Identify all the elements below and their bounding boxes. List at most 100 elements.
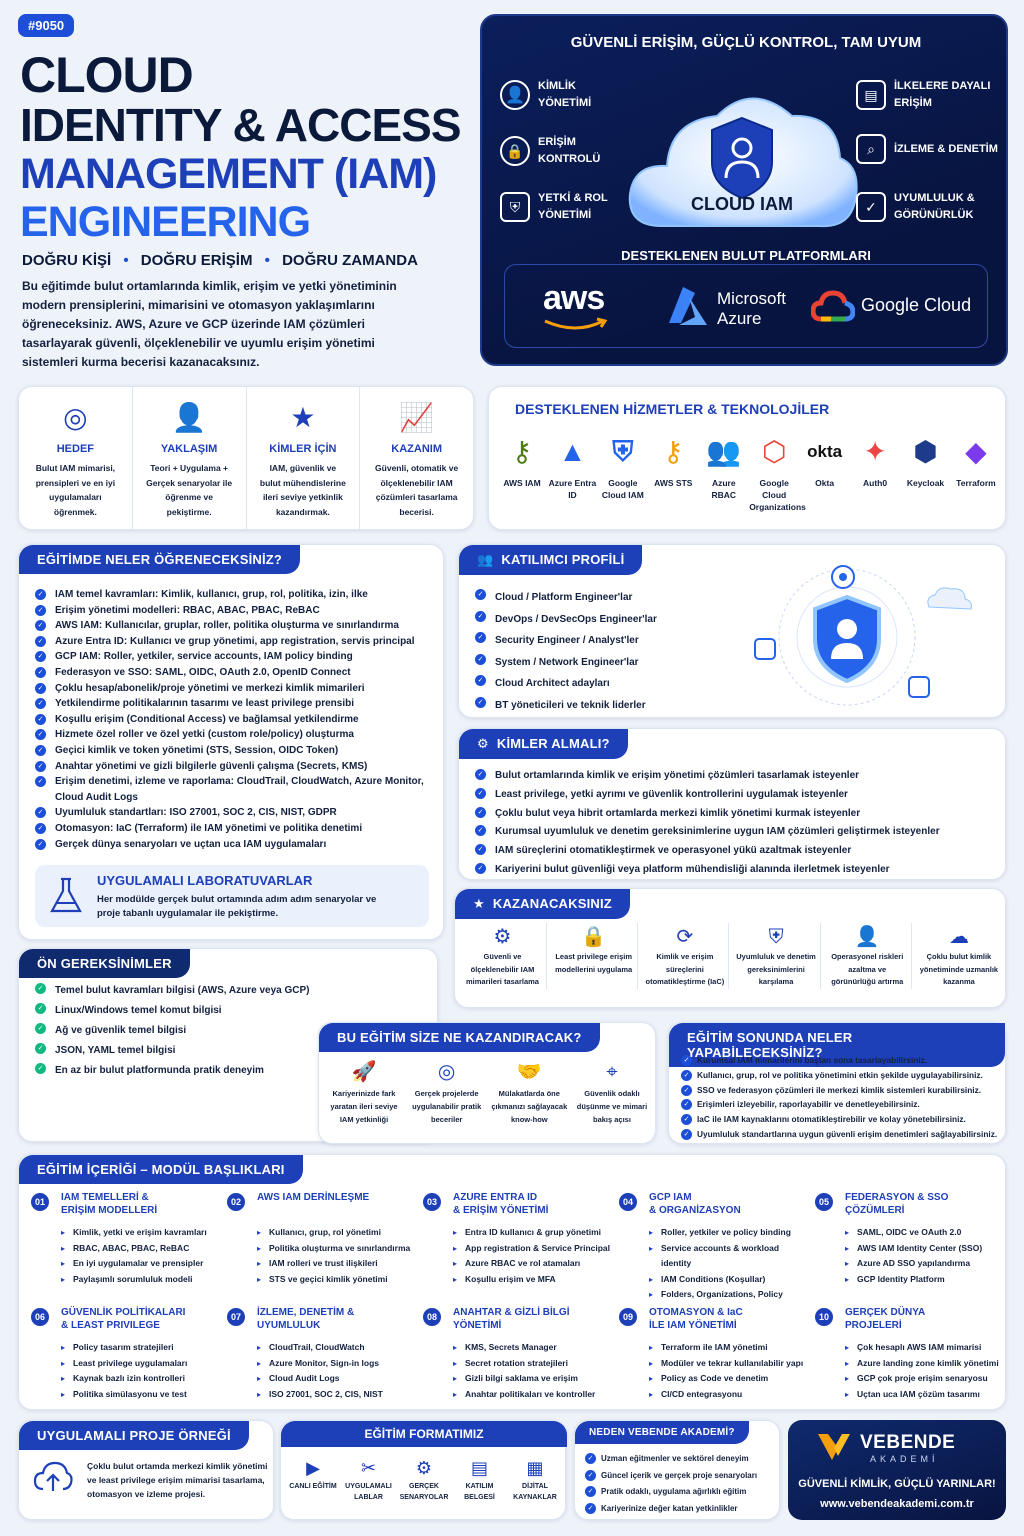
tech-label: Google Cloud Organizations <box>749 478 806 512</box>
list-item: ✓Yetkilendirme politikalarının tasarımı … <box>35 696 439 712</box>
list-item: ✓Çoklu bulut veya hibrit ortamlarda merk… <box>475 805 1001 824</box>
list-item: ✓Azure Entra ID: Kullanıcı ve grup yönet… <box>35 634 439 650</box>
magnifier-icon: ⌕ <box>856 134 886 164</box>
learn-title: EĞİTİMDE NELER ÖĞRENECEKSİNİZ? <box>19 545 301 574</box>
azure-text-1: Microsoft <box>717 289 786 308</box>
project-text: Çoklu bulut ortamda merkezi kimlik yönet… <box>87 1461 268 1499</box>
module-title-1: İZLEME, DENETİM & <box>257 1307 355 1318</box>
list-item-text: Hizmete özel roller ve özel yetki (custo… <box>55 729 354 741</box>
list-item-text: Least privilege, yetki ayrımı ve güvenli… <box>495 788 848 800</box>
list-item-text: IaC ile IAM kaynaklarını otomatikleştire… <box>697 1114 966 1125</box>
feature-compliance: ✓ UYUMLULUK & GÖRÜNÜRLÜK <box>856 190 1006 224</box>
tech-item: ⚷AWS IAM <box>497 433 547 513</box>
profile-list: ✓Cloud / Platform Engineer'lar✓DevOps / … <box>475 587 745 716</box>
tech-label: Google Cloud IAM <box>601 478 644 500</box>
check-icon: ✓ <box>681 1069 692 1081</box>
module-topic: App registration & Service Principal <box>453 1241 615 1257</box>
check-icon: ✓ <box>35 729 46 741</box>
live-video-icon: ▶ <box>306 1458 320 1478</box>
module-topic: CloudTrail, CloudWatch <box>257 1340 419 1356</box>
check-icon: ✓ <box>35 713 46 725</box>
module-topic: Policy as Code ve denetim <box>649 1371 811 1387</box>
feature-left: 👤 KİMLİK YÖNETİMİ 🔒 ERİŞİM KONTROLÜ ⛨ YE… <box>500 78 630 224</box>
module-title-1: IAM TEMELLERİ & <box>61 1192 149 1203</box>
outcome-title: EĞİTİM SONUNDA NELER YAPABİLECEKSİNİZ? <box>669 1023 1005 1067</box>
module-number: 10 <box>815 1308 833 1326</box>
star-icon: ★ <box>290 402 316 433</box>
list-item: ✓Çoklu hesap/abonelik/proje yönetimi ve … <box>35 681 439 697</box>
trophy-icon: ★ <box>473 896 485 911</box>
feature-label: YETKİ & ROL YÖNETİMİ <box>538 192 608 221</box>
module-number: 01 <box>31 1193 49 1211</box>
check-icon: ✓ <box>475 787 486 799</box>
check-icon: ✓ <box>35 983 46 994</box>
gain-item: 👤 Operasyonel riskleri azaltma ve görünür… <box>824 923 912 989</box>
profile-title: KATILIMCI PROFİLİ <box>501 552 625 567</box>
why-list: ✓Uzman eğitmenler ve sektörel deneyim✓Gü… <box>585 1451 779 1517</box>
module-topics: Kullanıcı, grup, rol yönetimiPolitika ol… <box>257 1225 419 1287</box>
module-title-2: UYUMLULUK <box>257 1320 321 1331</box>
brand-slogan: GÜVENLİ KİMLİK, GÜÇLÜ YARINLAR! <box>798 1478 996 1490</box>
brand-url[interactable]: www.vebendeakademi.com.tr <box>820 1498 974 1510</box>
module-topic: AWS IAM Identity Center (SSO) <box>845 1241 1007 1257</box>
list-item-text: Yetkilendirme politikalarının tasarımı v… <box>55 698 355 710</box>
module-title-2: & ORGANİZASYON <box>649 1205 741 1216</box>
module-topic: Gizli bilgi saklama ve erişim <box>453 1371 615 1387</box>
check-icon: ✓ <box>475 696 486 708</box>
check-icon: ✓ <box>475 769 486 780</box>
tech-label: Azure RBAC <box>711 478 737 500</box>
module-topic: Least privilege uygulamaları <box>61 1356 223 1372</box>
check-icon: ✓ <box>35 589 46 600</box>
list-item-text: Temel bulut kavramları bilgisi (AWS, Azu… <box>55 985 310 996</box>
hero-title: CLOUD IDENTITY & ACCESS MANAGEMENT (IAM)… <box>20 50 470 246</box>
list-item: ✓Erişimleri izleyebilir, raporlayabilir … <box>681 1097 1003 1112</box>
module-topic: Azure Monitor, Sign-in logs <box>257 1356 419 1372</box>
format-item: ▶CANLI EĞİTİM <box>287 1455 339 1503</box>
tech-title: DESTEKLENEN HİZMETLER & TEKNOLOJİLER <box>515 401 830 417</box>
check-icon: ✓ <box>585 1469 596 1481</box>
vebende-logo-icon <box>818 1434 850 1460</box>
module-topic: ISO 27001, SOC 2, CIS, NIST <box>257 1387 419 1403</box>
list-item-text: Kullanıcı, grup, rol ve politika yönetim… <box>697 1069 983 1080</box>
tech-item: ▲Azure Entra ID <box>547 433 597 513</box>
pillar-title: KAZANIM <box>391 443 442 455</box>
module-topic: Roller, yetkiler ve policy binding <box>649 1225 811 1241</box>
diagram-headline: GÜVENLİ ERİŞİM, GÜÇLÜ KONTROL, TAM UYUM <box>570 34 922 51</box>
list-item-text: Cloud Architect adayları <box>495 678 610 689</box>
feature-policy: ▤ İLKELERE DAYALI ERİŞİM <box>856 78 1006 112</box>
module-title: AWS IAM DERİNLEŞME <box>257 1191 417 1204</box>
gain-text: Operasyonel riskleri azaltma ve görünürl… <box>831 952 904 986</box>
user-lock-icon: 👤 <box>854 926 880 948</box>
module-topic: STS ve geçici kimlik yönetimi <box>257 1272 419 1288</box>
gain-text: Güvenli ve ölçeklenebilir IAM mimarileri… <box>466 952 539 986</box>
check-icon: ✓ <box>681 1055 692 1066</box>
format-label: KATILIM BELGESİ <box>464 1483 495 1501</box>
module-topics: CloudTrail, CloudWatchAzure Monitor, Sig… <box>257 1340 419 1402</box>
benefit-item: 🚀Kariyerinizde fark yaratan ileri seviye… <box>325 1057 403 1126</box>
benefit-title: BU EĞİTİM SİZE NE KAZANDIRACAK? <box>319 1023 600 1052</box>
digital-doc-icon: ▦ <box>526 1458 544 1478</box>
module-title-1: GERÇEK DÜNYA <box>845 1307 926 1318</box>
document-icon: ▤ <box>856 80 886 110</box>
okta-logo: okta <box>807 442 843 461</box>
list-item: ✓Anahtar yönetimi ve gizli bilgilerle gü… <box>35 759 439 775</box>
tech-card: DESTEKLENEN HİZMETLER & TEKNOLOJİLER ⚷AW… <box>488 386 1006 530</box>
pillar-text: Teori + Uygulama + Gerçek senaryolar ile… <box>146 463 233 517</box>
user-icon: 👤 <box>171 402 207 433</box>
handshake-icon: 🤝 <box>516 1061 542 1083</box>
hero-title-line1: CLOUD <box>20 47 194 103</box>
module-title: İZLEME, DENETİM & UYUMLULUK <box>257 1306 417 1332</box>
feature-label: UYUMLULUK & GÖRÜNÜRLÜK <box>894 192 975 221</box>
tech-item: ✦Auth0 <box>850 433 900 513</box>
check-icon: ✓ <box>681 1128 692 1140</box>
tagline-item: DOĞRU ZAMANDA <box>282 252 418 269</box>
module-number: 08 <box>423 1308 441 1326</box>
list-item: ✓Geçici kimlik ve token yönetimi (STS, S… <box>35 743 439 759</box>
